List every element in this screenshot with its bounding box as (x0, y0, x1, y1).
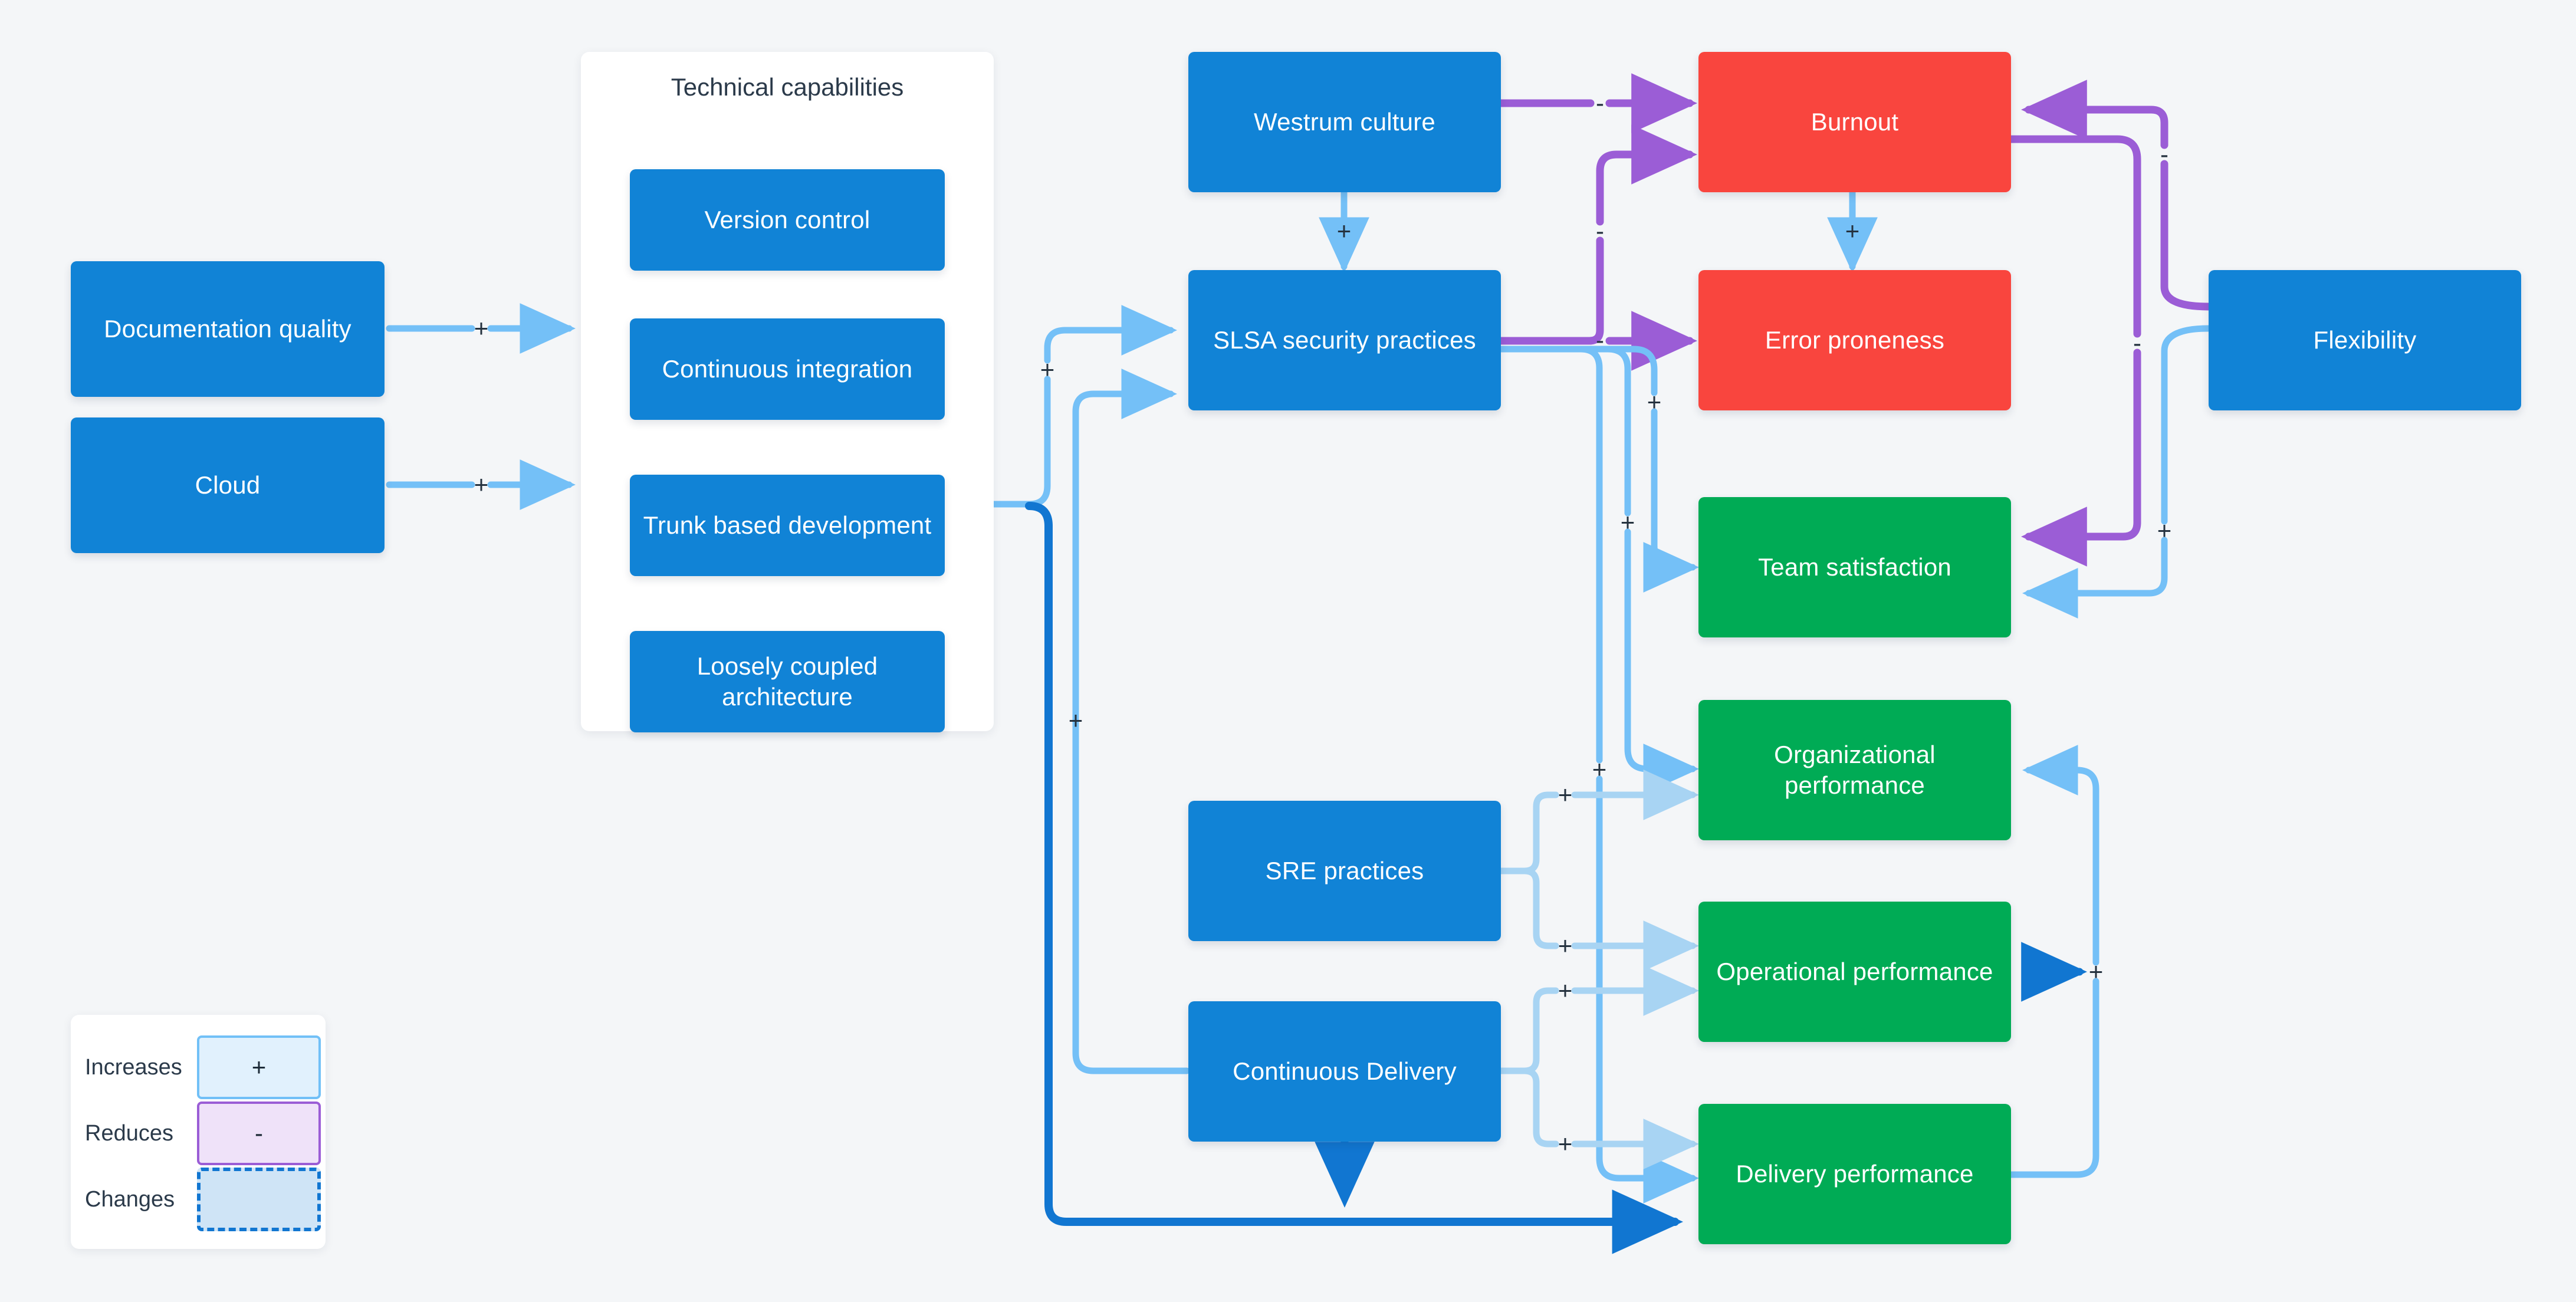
node-label: Continuous integration (662, 354, 913, 383)
legend-row-increases: Increases + (85, 1035, 321, 1099)
edge-burnout-to-slsa-b (1596, 124, 1698, 226)
edge-sign-cd-to-delperf: + (1558, 1130, 1573, 1158)
edge-flex-to-burnout-b (2020, 80, 2168, 149)
panel-title: Technical capabilities (671, 73, 904, 101)
legend-chip-reduces: - (197, 1102, 321, 1165)
node-label: Burnout (1811, 107, 1899, 136)
edge-burnout-to-slsa-a (1497, 236, 1604, 345)
node-burnout[interactable]: Burnout (1698, 52, 2011, 192)
node-flexibility[interactable]: Flexibility (2209, 270, 2521, 410)
edge-tc-to-cd (1072, 708, 1190, 1074)
legend-label-changes: Changes (85, 1186, 175, 1212)
node-continuous-integration[interactable]: Continuous integration (630, 318, 945, 420)
edge-sign-slsa-to-delperf: + (1592, 755, 1607, 783)
edge-sign-cloud-to-tc: + (474, 471, 489, 498)
node-continuous-delivery[interactable]: Continuous Delivery (1188, 1001, 1501, 1142)
node-label: Team satisfaction (1758, 553, 1951, 581)
edge-sign-sre-to-orgperf: + (1558, 781, 1573, 808)
node-westrum-culture[interactable]: Westrum culture (1188, 52, 1501, 192)
edge-sign-tc-to-slsa: + (1040, 356, 1055, 383)
legend-label-increases: Increases (85, 1054, 182, 1080)
edge-sign-flex-to-teamsat-plus: + (2157, 517, 2172, 544)
node-delivery-performance[interactable]: Delivery performance (1698, 1104, 2011, 1244)
node-slsa-security-practices[interactable]: SLSA security practices (1188, 270, 1501, 410)
edge-slsa-to-orgperf-b (1624, 528, 1700, 794)
edge-tc-to-slsa-b (1044, 305, 1178, 364)
node-error-proneness[interactable]: Error proneness (1698, 270, 2011, 410)
node-label: Documentation quality (104, 314, 351, 343)
legend-chip-increases: + (197, 1035, 321, 1099)
edge-sign-delperf-to-orgperf: + (2088, 958, 2104, 985)
legend-symbol-minus: - (255, 1119, 263, 1147)
edge-slsa-to-delperf (1497, 346, 1603, 764)
node-label: Trunk based development (643, 511, 932, 539)
node-trunk-based-development[interactable]: Trunk based development (630, 475, 945, 576)
legend-chip-changes (197, 1168, 321, 1231)
edge-sign-tc-to-cd: + (1068, 706, 1083, 734)
edge-flex-to-teamsat-a (2161, 325, 2212, 525)
node-label: SLSA security practices (1213, 326, 1476, 354)
legend-row-reduces: Reduces - (85, 1102, 321, 1165)
edge-sign-doc-to-tc: + (474, 314, 489, 342)
edge-burnout-to-teamsat-b (2020, 348, 2141, 567)
node-cloud[interactable]: Cloud (71, 417, 385, 553)
edge-slsa-to-teamsat (1497, 346, 1658, 396)
edge-sign-westrum-to-burnout: - (1596, 89, 1604, 117)
edge-sign-westrum-to-slsa: + (1336, 217, 1352, 245)
edge-tc-to-slsa-2 (1072, 369, 1178, 734)
edge-sign-slsa-to-teamsat: + (1647, 388, 1662, 416)
edge-slsa-to-delperf-b (1596, 775, 1700, 1204)
edge-sre-fan2 (1497, 867, 1559, 949)
node-label: Delivery performance (1736, 1159, 1974, 1188)
edge-sre-fan (1497, 791, 1559, 874)
node-loosely-coupled-architecture[interactable]: Loosely coupled architecture (630, 631, 945, 732)
node-operational-performance[interactable]: Operational performance (1698, 902, 2011, 1042)
node-label: Organizational performance (1774, 740, 1936, 800)
edge-sign-slsa-to-error: - (1596, 326, 1604, 354)
node-label: Loosely coupled architecture (696, 652, 878, 711)
edge-tc-to-delperf-change (1025, 502, 1684, 1254)
node-label: Flexibility (2313, 326, 2417, 354)
node-sre-practices[interactable]: SRE practices (1188, 801, 1501, 941)
edge-delperf-to-orgperf-a (2007, 978, 2099, 1178)
edge-sign-burnout-to-error: + (1845, 217, 1860, 245)
edge-flex-to-burnout-a (2160, 160, 2213, 311)
edge-slsa-to-teamsat-b (1643, 408, 1700, 593)
edge-slsa-to-orgperf (1497, 346, 1631, 517)
edge-cd-fan (1497, 987, 1559, 1074)
edge-sign-sre-to-opsperf: + (1558, 932, 1573, 959)
edge-delperf-to-orgperf-b (2022, 745, 2099, 966)
node-team-satisfaction[interactable]: Team satisfaction (1698, 497, 2011, 637)
node-label: Operational performance (1716, 957, 1993, 985)
edge-cd-fan2 (1497, 1067, 1559, 1148)
node-label: Cloud (195, 471, 261, 499)
edge-tc-to-slsa (1026, 376, 1051, 508)
node-organizational-performance[interactable]: Organizational performance (1698, 700, 2011, 840)
edge-sign-slsa-to-orgperf: + (1620, 508, 1635, 536)
legend-row-changes: Changes (85, 1168, 321, 1231)
legend-label-reduces: Reduces (85, 1120, 173, 1146)
node-label: Westrum culture (1254, 107, 1435, 136)
node-documentation-quality[interactable]: Documentation quality (71, 261, 385, 397)
node-version-control[interactable]: Version control (630, 169, 945, 271)
legend-symbol-plus: + (251, 1053, 267, 1081)
edge-sign-flex-to-burnout: - (2160, 140, 2168, 168)
legend: Increases + Reduces - Changes (71, 1015, 326, 1249)
node-label: Error proneness (1765, 326, 1945, 354)
edge-flex-to-teamsat-b (2022, 537, 2168, 619)
edge-sign-flex-to-teamsat-reduce: - (2133, 329, 2141, 357)
edge-sign-burnout-to-slsa: - (1596, 217, 1604, 245)
node-label: Continuous Delivery (1233, 1057, 1457, 1085)
edge-burnout-to-teamsat-a (2007, 135, 2141, 338)
node-label: SRE practices (1265, 856, 1424, 885)
edge-sign-cd-to-opsperf: + (1558, 976, 1573, 1004)
node-label: Version control (704, 205, 870, 234)
panel-technical-capabilities: Technical capabilities Version control C… (581, 52, 994, 732)
